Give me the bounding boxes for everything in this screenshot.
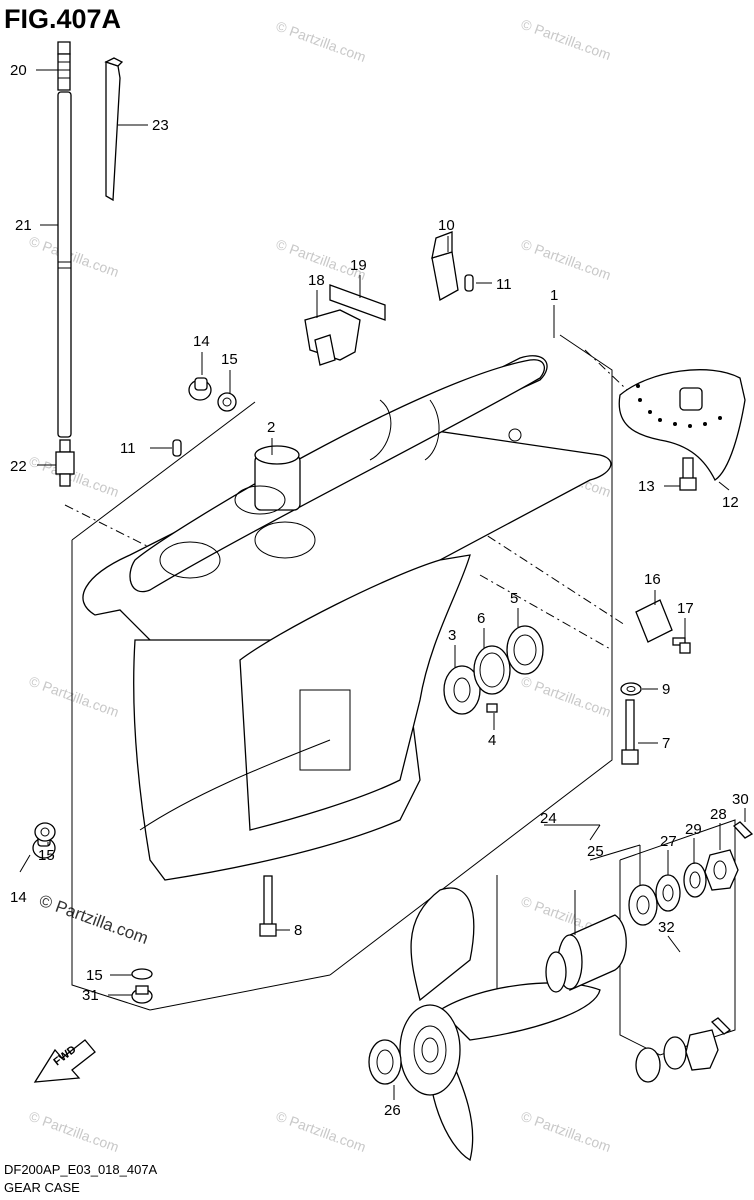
watermark: © Partzilla.com — [274, 1108, 368, 1155]
part-3-bearing — [443, 665, 481, 715]
part-31-plug — [131, 985, 153, 1004]
callout-3: 3 — [448, 627, 456, 644]
part-22-fitting — [55, 439, 75, 487]
part-21-shaft — [57, 91, 72, 438]
part-20-cap — [57, 41, 71, 91]
part-8-bolt — [259, 875, 277, 937]
callout-20: 20 — [10, 62, 27, 79]
callout-19: 19 — [350, 257, 367, 274]
callout-16: 16 — [644, 571, 661, 588]
part-32-kit — [635, 1017, 732, 1083]
watermark: © Partzilla.com — [27, 1108, 121, 1155]
callout-5: 5 — [510, 590, 518, 607]
part-18-19-bracket — [304, 284, 386, 366]
part-23-rod — [104, 57, 124, 202]
figure-code: DF200AP_E03_018_407A — [4, 1162, 158, 1177]
callout-24: 24 — [540, 810, 557, 827]
watermark: © Partzilla.com — [519, 16, 613, 63]
part-14-plug — [188, 377, 212, 401]
callout-14: 14 — [10, 889, 27, 906]
callout-22: 22 — [10, 458, 27, 475]
propeller — [399, 887, 601, 1162]
callout-7: 7 — [662, 735, 670, 752]
callout-15: 15 — [221, 351, 238, 368]
part-16-block — [635, 599, 673, 643]
callout-17: 17 — [677, 600, 694, 617]
callout-29: 29 — [685, 821, 702, 838]
part-29-washer — [683, 862, 707, 898]
callout-numbers: 20 23 21 10 11 18 19 1 14 15 11 2 22 13 … — [10, 62, 749, 1119]
part-30-cotter-pin — [733, 821, 754, 839]
part-12-trim-tab — [618, 369, 746, 481]
forward-arrow-icon: FWD — [33, 1039, 96, 1083]
watermark-large: © Partzilla.com — [37, 891, 151, 948]
callout-1: 1 — [550, 287, 558, 304]
part-10-bracket — [431, 231, 459, 302]
callout-15: 15 — [86, 967, 103, 984]
part-15-washer — [34, 822, 56, 842]
figure-title: FIG.407A — [4, 4, 122, 34]
part-11-pin — [172, 439, 182, 457]
part-15-washer — [131, 968, 153, 980]
callout-28: 28 — [710, 806, 727, 823]
callout-10: 10 — [438, 217, 455, 234]
callout-25: 25 — [587, 843, 604, 860]
watermark: © Partzilla.com — [519, 1108, 613, 1155]
callout-23: 23 — [152, 117, 169, 134]
callout-31: 31 — [82, 987, 99, 1004]
part-27-spacer — [628, 884, 658, 926]
callout-14: 14 — [193, 333, 210, 350]
callout-15: 15 — [38, 847, 55, 864]
part-4-key — [486, 703, 498, 713]
callout-8: 8 — [294, 922, 302, 939]
part-27-washer — [655, 874, 681, 912]
watermark: © Partzilla.com — [274, 18, 368, 65]
callout-11: 11 — [120, 440, 136, 457]
callout-9: 9 — [662, 681, 670, 698]
callout-11: 11 — [496, 276, 512, 293]
part-5-bearing — [506, 625, 544, 675]
callout-32: 32 — [658, 919, 675, 936]
callout-4: 4 — [488, 732, 496, 749]
part-25-bushing — [545, 914, 627, 993]
part-13-bolt — [679, 457, 697, 491]
part-26-thrust-washer — [368, 1039, 402, 1085]
watermark: © Partzilla.com — [27, 673, 121, 720]
watermark: © Partzilla.com — [519, 673, 613, 720]
callout-26: 26 — [384, 1102, 401, 1119]
callout-21: 21 — [15, 217, 32, 234]
part-1-gear-case — [82, 355, 612, 881]
watermark: © Partzilla.com — [519, 236, 613, 283]
part-6-ring — [473, 645, 511, 695]
part-15-washer — [217, 392, 237, 412]
part-7-bolt — [621, 699, 639, 765]
callout-2: 2 — [267, 419, 275, 436]
watermark: © Partzilla.com — [27, 233, 121, 280]
part-9-washer — [620, 682, 642, 696]
part-11-pin — [464, 274, 474, 292]
callout-12: 12 — [722, 494, 739, 511]
callout-18: 18 — [308, 272, 325, 289]
leader-lines — [19, 69, 746, 1100]
callout-27: 27 — [660, 833, 677, 850]
callout-6: 6 — [477, 610, 485, 627]
callout-30: 30 — [732, 791, 749, 808]
part-17-screw — [672, 637, 691, 654]
callout-13: 13 — [638, 478, 655, 495]
part-28-nut — [704, 849, 739, 891]
figure-caption: GEAR CASE — [4, 1180, 80, 1195]
